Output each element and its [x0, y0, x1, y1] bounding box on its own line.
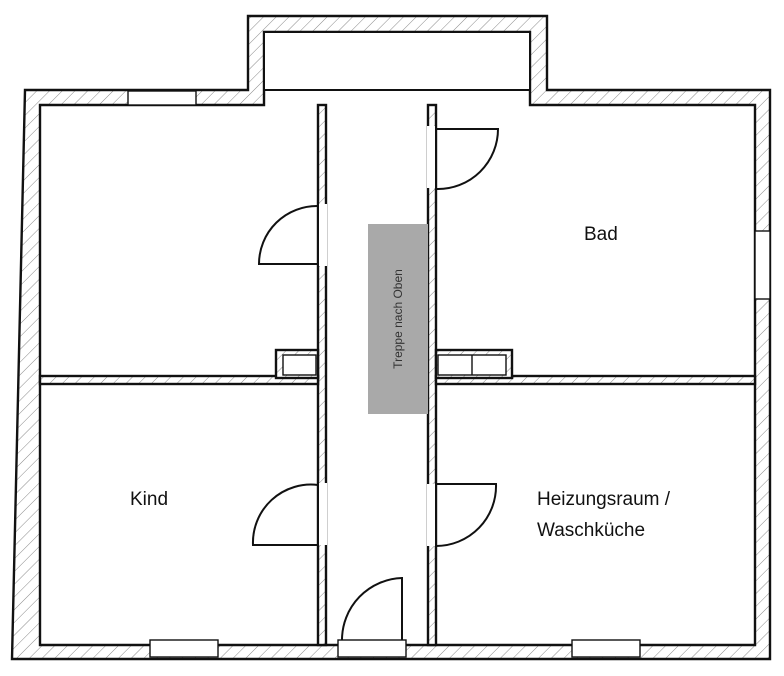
window-bottom-kind: [149, 639, 219, 658]
door-swing-entrance: [341, 576, 403, 641]
partition-wall-right: [434, 374, 757, 386]
top-annex: [263, 31, 531, 91]
room-label-waschkueche: Waschküche: [537, 520, 646, 541]
door-opening-kind: [317, 483, 327, 545]
room-label-kind: Kind: [130, 489, 169, 510]
corridor-wall-left: [316, 103, 328, 647]
door-swing-bad: [436, 128, 500, 191]
staircase-label: Treppe nach Oben: [391, 269, 405, 369]
door-opening-bad: [427, 126, 437, 188]
window-bottom-heizung: [571, 639, 641, 658]
room-label-bad: Bad: [584, 224, 618, 245]
door-opening-top-left: [317, 204, 327, 266]
partition-wall-left: [38, 374, 320, 386]
door-swing-kind: [251, 483, 319, 546]
door-swing-heizung: [435, 483, 498, 547]
door-swing-top-left: [257, 204, 319, 265]
window-right-bad: [754, 230, 771, 300]
entrance-opening: [337, 639, 407, 658]
staircase: Treppe nach Oben: [368, 224, 428, 414]
room-label-heizungsraum: Heizungsraum /: [537, 489, 671, 510]
window-top-left: [127, 90, 197, 106]
door-opening-heizung: [427, 484, 437, 546]
shaft-left-inner: [282, 354, 317, 376]
